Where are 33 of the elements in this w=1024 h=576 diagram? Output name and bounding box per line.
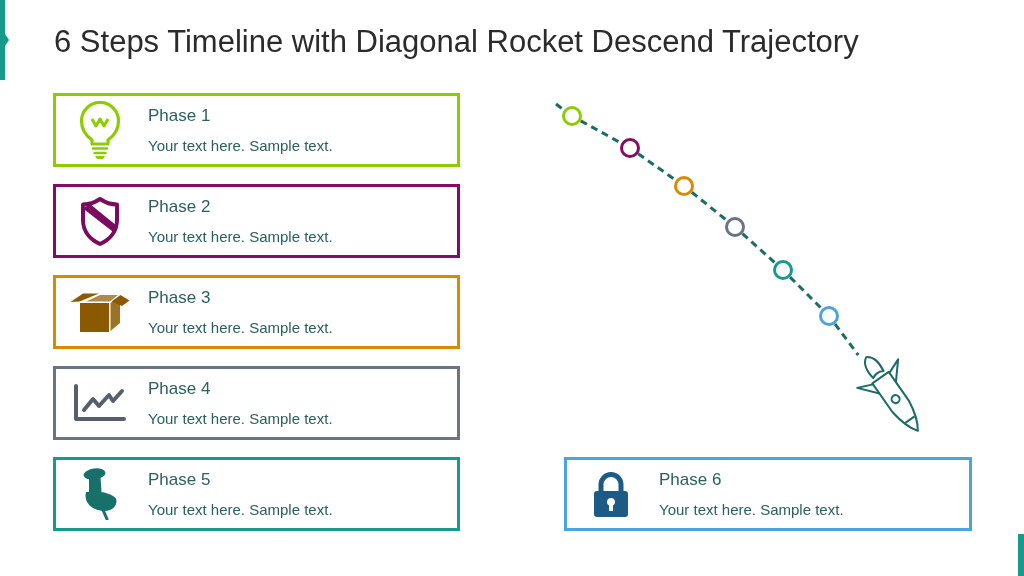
milestone-circle: [562, 106, 582, 126]
dashed-trajectory-line: [690, 191, 729, 222]
phase-heading: Phase 3: [148, 287, 211, 309]
phase-heading: Phase 1: [148, 105, 211, 127]
phase-description: Your text here. Sample text.: [148, 500, 333, 520]
phase-heading: Phase 6: [659, 469, 722, 491]
rocket-drawing: [855, 355, 920, 433]
phase-box: [53, 184, 460, 258]
phase-box: [53, 93, 460, 167]
phase-box: [53, 275, 460, 349]
phase-heading: Phase 4: [148, 378, 211, 400]
phase-heading: Phase 5: [148, 469, 211, 491]
phase-box: [564, 457, 972, 531]
milestone-circle: [620, 138, 640, 158]
phase-description: Your text here. Sample text.: [148, 136, 333, 156]
milestone-circle: [725, 217, 745, 237]
dashed-trajectory-line: [555, 102, 565, 112]
dashed-trajectory-line: [580, 119, 622, 145]
milestone-circle: [819, 306, 839, 326]
phase-box: [53, 366, 460, 440]
phase-heading: Phase 2: [148, 196, 211, 218]
dashed-trajectory-line: [637, 152, 677, 182]
phase-box: [53, 457, 460, 531]
phase-description: Your text here. Sample text.: [148, 409, 333, 429]
phase-description: Your text here. Sample text.: [148, 318, 333, 338]
slide-title: 6 Steps Timeline with Diagonal Rocket Descend Trajectory: [54, 23, 859, 61]
phase-description: Your text here. Sample text.: [659, 500, 844, 520]
phase-description: Your text here. Sample text.: [148, 227, 333, 247]
milestone-circle: [674, 176, 694, 196]
dashed-trajectory-line: [833, 323, 860, 356]
dashed-trajectory-line: [789, 276, 823, 310]
milestone-circle: [773, 260, 793, 280]
dashed-trajectory-line: [741, 232, 777, 265]
